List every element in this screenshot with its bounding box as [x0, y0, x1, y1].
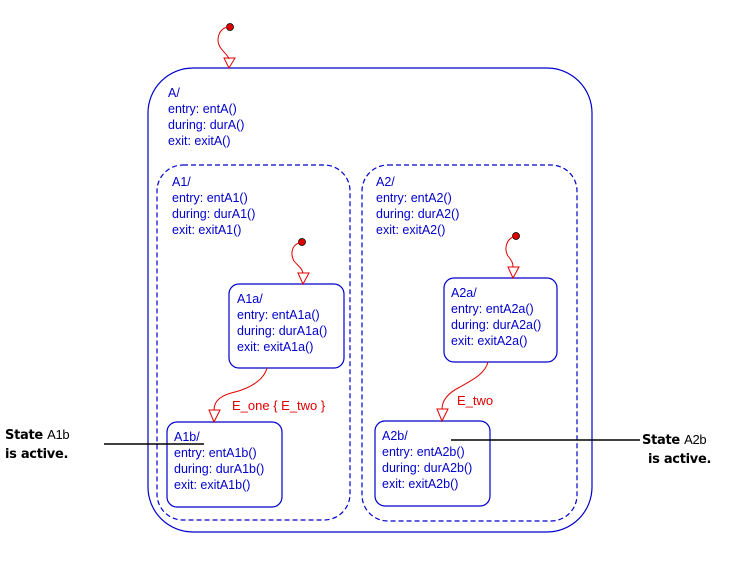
state-A1b-entry: entry: entA1b() — [174, 446, 257, 460]
state-A1a-box[interactable] — [228, 283, 345, 369]
transition-A1a-to-A1b[interactable]: E_one { E_two } — [208, 367, 326, 424]
state-A2b-entry: entry: entA2b() — [382, 445, 465, 459]
state-A1-name: A1/ — [172, 175, 191, 189]
default-transition-A[interactable] — [217, 23, 236, 70]
transition-label: E_two — [457, 393, 493, 408]
state-A2a-during: during: durA2a() — [451, 318, 541, 332]
default-junction-dot — [226, 23, 234, 31]
state-A2b-during: during: durA2b() — [382, 461, 472, 475]
annotation-left: State A1b is active. — [5, 425, 70, 464]
state-A1a-entry: entry: entA1a() — [237, 308, 320, 322]
state-A-box[interactable] — [147, 67, 593, 533]
state-A-name: A/ — [168, 86, 180, 100]
annotation-prefix: State — [642, 433, 680, 448]
state-A2a-exit: exit: exitA2a() — [451, 334, 527, 348]
state-A-exit: exit: exitA() — [168, 134, 231, 148]
transition-path — [441, 361, 489, 410]
transition-label: E_one { E_two } — [232, 398, 326, 413]
default-transition-A1a[interactable] — [291, 238, 310, 286]
arrow-head-icon — [297, 272, 310, 286]
transition-A2a-to-A2b[interactable]: E_two — [436, 361, 493, 423]
annotation-right: State A2b is active. — [642, 430, 711, 469]
arrow-head-icon — [208, 409, 221, 424]
state-A-entry: entry: entA() — [168, 102, 237, 116]
state-A2b-name: A2b/ — [382, 429, 408, 443]
arrow-head-icon — [436, 408, 449, 423]
state-A1-entry: entry: entA1() — [172, 191, 248, 205]
state-A1a-name: A1a/ — [237, 292, 263, 306]
state-A2-name: A2/ — [376, 175, 395, 189]
default-junction-dot — [512, 232, 520, 240]
state-A2-during: during: durA2() — [376, 207, 459, 221]
state-A1-exit: exit: exitA1() — [172, 223, 241, 237]
state-A1b-box[interactable] — [166, 421, 283, 508]
state-A1a-during: during: durA1a() — [237, 324, 327, 338]
annotation-suffix: is active. — [648, 452, 712, 467]
state-A1b-during: during: durA1b() — [174, 462, 264, 476]
transition-path — [291, 242, 304, 274]
arrow-head-icon — [223, 57, 236, 70]
state-A2a-box[interactable] — [443, 277, 558, 363]
state-A2b-exit: exit: exitA2b() — [382, 477, 458, 491]
state-A2-box[interactable] — [361, 164, 578, 522]
transition-path — [213, 367, 268, 411]
state-A-during: during: durA() — [168, 118, 244, 132]
state-A1a-exit: exit: exitA1a() — [237, 340, 313, 354]
state-A2a-entry: entry: entA2a() — [451, 302, 534, 316]
state-A1-box[interactable] — [156, 164, 351, 521]
default-junction-dot — [298, 238, 306, 246]
state-A1b-exit: exit: exitA1b() — [174, 478, 250, 492]
state-A2b-box[interactable] — [374, 420, 491, 507]
annotation-prefix: State — [5, 428, 43, 443]
transition-path — [505, 236, 514, 268]
default-transition-A2a[interactable] — [505, 232, 520, 280]
annotation-state: A1b — [47, 427, 70, 442]
annotation-suffix: is active. — [5, 447, 69, 462]
arrow-head-icon — [507, 266, 520, 280]
transition-path — [217, 26, 230, 60]
state-A1-during: during: durA1() — [172, 207, 255, 221]
state-A2-exit: exit: exitA2() — [376, 223, 445, 237]
state-A1b-name: A1b/ — [174, 430, 200, 444]
state-A2a-name: A2a/ — [451, 286, 477, 300]
state-A2-entry: entry: entA2() — [376, 191, 452, 205]
annotation-state: A2b — [684, 432, 707, 447]
